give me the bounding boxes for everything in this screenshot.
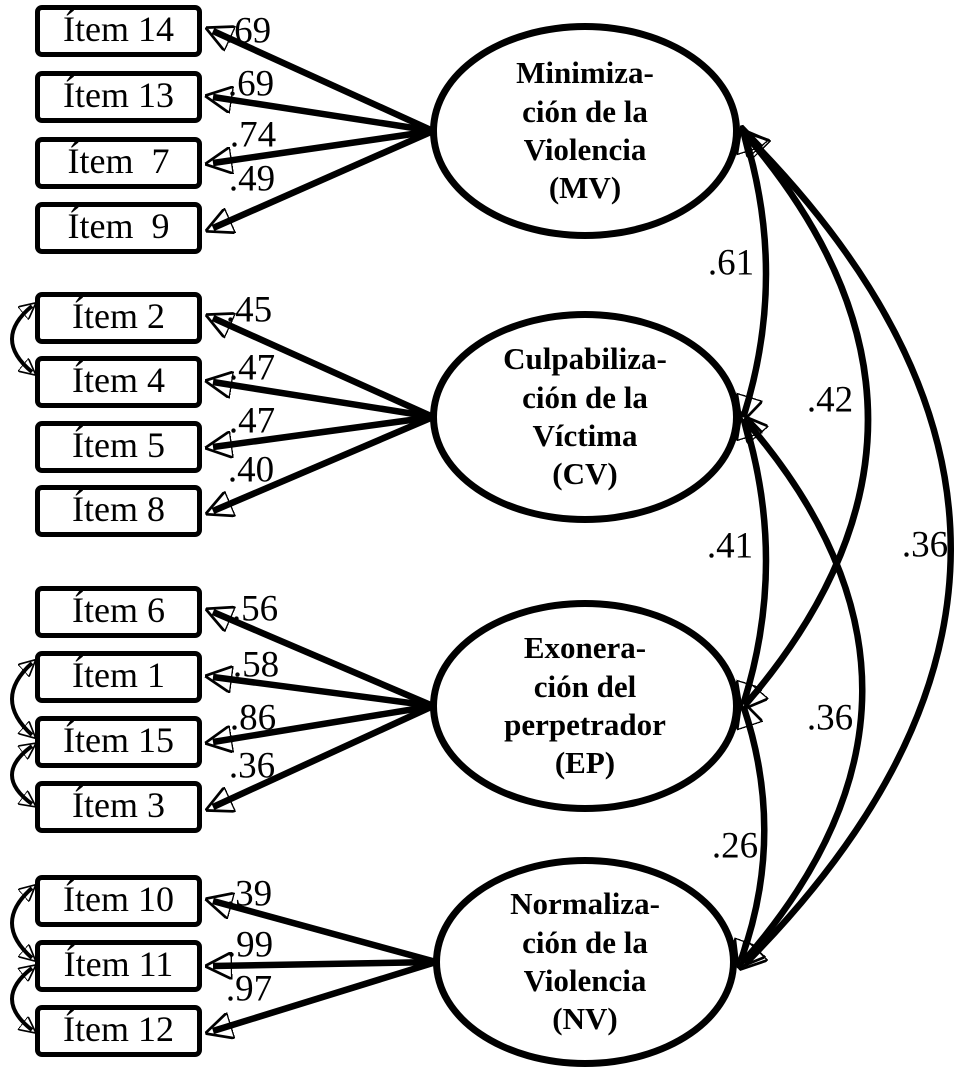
loading-label: .40 xyxy=(227,449,275,491)
item-label: Ítem 10 xyxy=(63,879,174,919)
correlation-label: .61 xyxy=(707,242,755,284)
error-covariance-arrow-item1-item15 xyxy=(10,663,32,735)
item-box-item10: Ítem 10 xyxy=(35,875,202,927)
error-covariance-arrow-item11-item12 xyxy=(10,968,32,1030)
error-covariance-arrow-item10-item11 xyxy=(10,888,32,958)
loading-arrow-ep-item1 xyxy=(213,677,434,710)
loading-label: .47 xyxy=(228,400,276,442)
correlation-label: .42 xyxy=(806,379,854,421)
correlation-label: .36 xyxy=(806,697,854,739)
loading-arrow-ep-item3 xyxy=(213,703,435,807)
item-box-item12: Ítem 12 xyxy=(35,1005,202,1057)
loading-arrow-mv-item9 xyxy=(213,128,435,228)
item-label: Ítem 3 xyxy=(72,785,165,825)
item-label: Ítem 13 xyxy=(63,75,174,115)
loading-label: .69 xyxy=(227,63,275,105)
item-box-item1: Ítem 1 xyxy=(35,651,202,703)
loading-arrow-cv-item8 xyxy=(213,414,435,511)
loading-label: .45 xyxy=(225,289,273,331)
factor-ellipse-cv: Culpabiliza- ción de la Víctima (CV) xyxy=(430,311,740,523)
factor-ellipse-mv: Minimiza- ción de la Violencia (MV) xyxy=(430,23,740,239)
item-label: Ítem 5 xyxy=(72,425,165,465)
factor-label: Exonera- ción del perpetrador (EP) xyxy=(504,630,666,781)
loading-label: .99 xyxy=(226,924,274,966)
item-box-item7: Ítem 7 xyxy=(35,137,202,189)
loading-label: .86 xyxy=(229,697,277,739)
loading-arrow-cv-item2 xyxy=(213,318,435,420)
loading-label: .97 xyxy=(225,968,273,1010)
loading-label: .39 xyxy=(225,873,273,915)
item-label: Ítem 14 xyxy=(63,9,174,49)
loading-arrow-nv-item11 xyxy=(213,962,437,966)
loading-arrow-nv-item12 xyxy=(213,958,437,1031)
loading-arrow-mv-item13 xyxy=(213,97,434,135)
loading-label: .74 xyxy=(229,114,277,156)
correlation-label: .41 xyxy=(706,525,754,567)
loading-arrow-cv-item4 xyxy=(213,382,434,421)
correlation-arrow-mv-ep xyxy=(746,135,872,704)
factor-label: Minimiza- ción de la Violencia (MV) xyxy=(516,55,654,206)
loading-label: .36 xyxy=(228,745,276,787)
item-label: Ítem 4 xyxy=(72,360,165,400)
item-box-item15: Ítem 15 xyxy=(35,716,202,768)
item-label: Ítem 9 xyxy=(67,206,170,246)
error-covariance-arrow-item2-item4 xyxy=(10,306,32,372)
item-label: Ítem 7 xyxy=(67,141,170,181)
loading-arrow-ep-item15 xyxy=(213,702,434,742)
loading-arrow-cv-item5 xyxy=(213,413,434,447)
loading-arrow-mv-item7 xyxy=(213,127,434,163)
item-box-item9: Ítem 9 xyxy=(35,202,202,254)
loading-label: .58 xyxy=(232,644,280,686)
item-label: Ítem 2 xyxy=(72,296,165,336)
correlation-arrow-mv-nv xyxy=(745,137,954,964)
correlation-arrow-ep-nv xyxy=(741,708,768,960)
item-box-item3: Ítem 3 xyxy=(35,781,202,833)
loading-arrow-ep-item6 xyxy=(213,612,435,709)
loading-arrow-mv-item14 xyxy=(213,31,435,134)
correlation-label: .26 xyxy=(711,825,759,867)
item-label: Ítem 15 xyxy=(63,720,174,760)
factor-ellipse-nv: Normaliza- ción de la Violencia (NV) xyxy=(433,857,737,1067)
item-box-item14: Ítem 14 xyxy=(35,5,202,57)
item-box-item13: Ítem 13 xyxy=(35,71,202,123)
factor-label: Normaliza- ción de la Violencia (NV) xyxy=(510,886,660,1037)
factor-label: Culpabiliza- ción de la Víctima (CV) xyxy=(503,341,667,492)
loading-label: .47 xyxy=(228,347,276,389)
loading-label: .49 xyxy=(228,158,276,200)
factor-ellipse-ep: Exonera- ción del perpetrador (EP) xyxy=(430,600,740,812)
item-box-item8: Ítem 8 xyxy=(35,485,202,537)
loading-label: .69 xyxy=(224,10,272,52)
correlation-label: .36 xyxy=(901,524,949,566)
loading-arrow-nv-item10 xyxy=(213,901,437,966)
item-label: Ítem 8 xyxy=(72,489,165,529)
loading-label: .56 xyxy=(231,588,279,630)
item-box-item2: Ítem 2 xyxy=(35,292,202,344)
error-covariance-arrow-item15-item3 xyxy=(10,746,32,804)
item-label: Ítem 6 xyxy=(72,590,165,630)
correlation-arrow-cv-nv xyxy=(743,421,866,962)
item-box-item6: Ítem 6 xyxy=(35,586,202,638)
item-label: Ítem 1 xyxy=(72,655,165,695)
item-label: Ítem 12 xyxy=(63,1009,174,1049)
item-box-item11: Ítem 11 xyxy=(35,940,202,992)
item-box-item4: Ítem 4 xyxy=(35,356,202,408)
item-box-item5: Ítem 5 xyxy=(35,421,202,473)
item-label: Ítem 11 xyxy=(63,944,174,984)
